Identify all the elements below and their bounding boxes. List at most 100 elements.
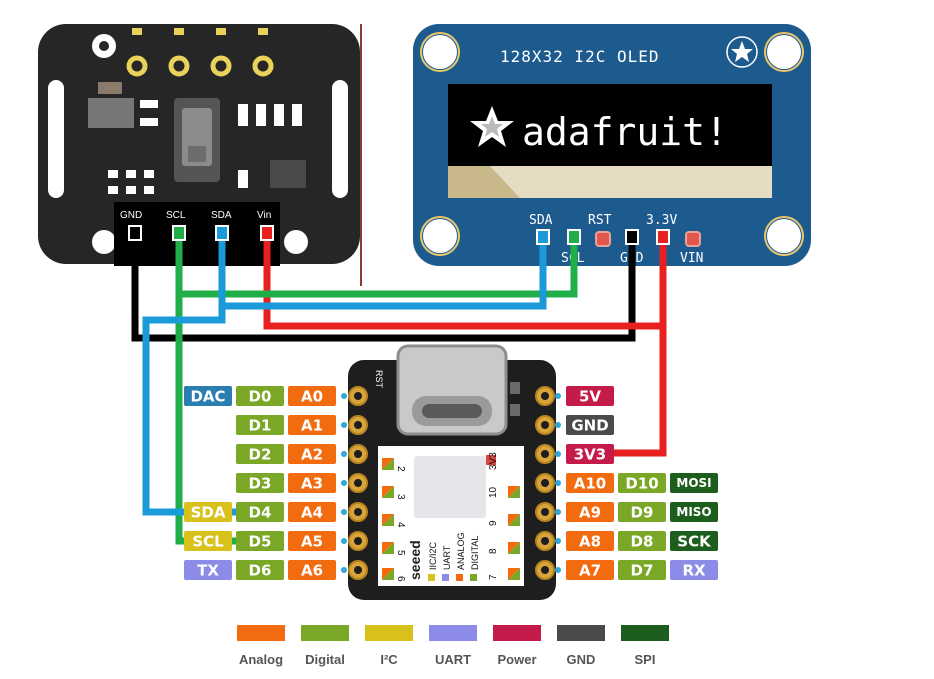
pin-label-text: D9 bbox=[631, 504, 654, 522]
legend-label: Power bbox=[497, 652, 536, 667]
adafruit-logo-icon bbox=[470, 106, 514, 147]
pin-label-a6: A6 bbox=[288, 560, 336, 580]
pin-label-mosi: MOSI bbox=[670, 473, 718, 493]
pin-label-text: DAC bbox=[190, 388, 225, 406]
pin-label-d5: D5 bbox=[236, 531, 284, 551]
mount-hole bbox=[284, 230, 308, 254]
wire-sda bbox=[142, 238, 547, 516]
pin-label-box bbox=[184, 386, 232, 406]
pin-label-d10: D10 bbox=[618, 473, 666, 493]
pad-num-2: 2 bbox=[395, 466, 406, 472]
pin-label-text: TX bbox=[197, 562, 219, 580]
legend-item-digital: Digital bbox=[301, 625, 349, 667]
pin-label-box bbox=[288, 560, 336, 580]
mount-hole bbox=[92, 230, 116, 254]
oled-pin-3v3: 3.3V bbox=[646, 213, 677, 228]
pin-label-a9: A9 bbox=[566, 502, 614, 522]
oled-module: 128X32 I2C OLED adafruit! SDA RST 3.3V S… bbox=[413, 24, 811, 266]
legend-item-spi: SPI bbox=[621, 625, 669, 667]
pin-label-box bbox=[236, 444, 284, 464]
pin-label-a1: A1 bbox=[288, 415, 336, 435]
pin-label-text: D5 bbox=[249, 533, 272, 551]
legend-swatch bbox=[237, 625, 285, 641]
pin-label-text: GND bbox=[571, 417, 608, 435]
legend-swatch bbox=[429, 625, 477, 641]
pad-num-9: 9 bbox=[488, 520, 499, 526]
pin-label-text: MISO bbox=[676, 505, 711, 519]
oled-pin-sda: SDA bbox=[529, 213, 553, 228]
pin-label-d8: D8 bbox=[618, 531, 666, 551]
pin-label-box bbox=[288, 473, 336, 493]
pin-label-box bbox=[618, 560, 666, 580]
pin-label-d9: D9 bbox=[618, 502, 666, 522]
pin-label-d0: D0 bbox=[236, 386, 284, 406]
side-slot bbox=[332, 80, 348, 198]
pad-num-5: 5 bbox=[395, 550, 406, 556]
pin-label-box bbox=[184, 502, 232, 522]
legend-label: UART bbox=[435, 652, 471, 667]
pin-label-text: SCK bbox=[677, 533, 712, 551]
pin-label-box bbox=[288, 444, 336, 464]
pin-label-text: 5V bbox=[579, 388, 601, 406]
pin-label-d7: D7 bbox=[618, 560, 666, 580]
pin-label-d6: D6 bbox=[236, 560, 284, 580]
pin-label-box bbox=[670, 560, 718, 580]
pin-label-text: D6 bbox=[249, 562, 272, 580]
pin-label-box bbox=[236, 386, 284, 406]
oled-pin-rst: RST bbox=[588, 213, 612, 228]
pad-num-3v3: 3V3 bbox=[488, 452, 499, 470]
legend-item-analog: Analog bbox=[237, 625, 285, 667]
wire-gnd bbox=[131, 238, 636, 342]
rst-label: RST bbox=[374, 370, 384, 389]
pad-num-7: 7 bbox=[488, 574, 499, 580]
pin-label-box bbox=[670, 502, 718, 522]
silk-uart: UART bbox=[442, 545, 452, 570]
pin-label-box bbox=[236, 473, 284, 493]
pin-label-dac: DAC bbox=[184, 386, 232, 406]
legend-item-power: Power bbox=[493, 625, 541, 667]
side-slot bbox=[48, 80, 64, 198]
pin-label-box bbox=[288, 386, 336, 406]
pin-label-box bbox=[236, 415, 284, 435]
pin-label-text: A1 bbox=[301, 417, 323, 435]
pin-label-text: RX bbox=[682, 562, 706, 580]
pin-label-a7: A7 bbox=[566, 560, 614, 580]
pin-label-box bbox=[288, 502, 336, 522]
pin-label-text: A7 bbox=[579, 562, 601, 580]
sensor-pin-vin: Vin bbox=[257, 210, 271, 221]
pin-label-rx: RX bbox=[670, 560, 718, 580]
legend-label: Digital bbox=[305, 652, 345, 667]
pin-label-d2: D2 bbox=[236, 444, 284, 464]
pin-label-box bbox=[566, 473, 614, 493]
pin-label-text: A2 bbox=[301, 446, 323, 464]
pin-label-box bbox=[288, 531, 336, 551]
pin-label-a3: A3 bbox=[288, 473, 336, 493]
legend-swatch bbox=[365, 625, 413, 641]
pin-label-box bbox=[184, 560, 232, 580]
pin-label-box bbox=[236, 560, 284, 580]
legend-swatch bbox=[621, 625, 669, 641]
sensor-module: GND SCL SDA Vin bbox=[38, 24, 362, 286]
legend-label: Analog bbox=[239, 652, 283, 667]
pad-num-4: 4 bbox=[395, 522, 406, 528]
pin-label-tx: TX bbox=[184, 560, 232, 580]
pin-label-text: A9 bbox=[579, 504, 601, 522]
pin-label-text: D4 bbox=[249, 504, 272, 522]
pin-label-box bbox=[618, 531, 666, 551]
pin-label-box bbox=[184, 531, 232, 551]
pin-label-scl: SCL bbox=[184, 531, 232, 551]
pin-label-a4: A4 bbox=[288, 502, 336, 522]
legend-label: I²C bbox=[380, 652, 398, 667]
adafruit-star-icon bbox=[726, 36, 758, 68]
pin-label-box bbox=[566, 531, 614, 551]
pin-label-text: D8 bbox=[631, 533, 654, 551]
pin-label-text: D3 bbox=[249, 475, 272, 493]
sensor-pin-sda: SDA bbox=[211, 210, 232, 221]
pin-label-sda: SDA bbox=[184, 502, 232, 522]
oled-logo-text: adafruit! bbox=[522, 110, 728, 154]
oled-title: 128X32 I2C OLED bbox=[500, 47, 660, 66]
mount-hole bbox=[423, 219, 457, 253]
